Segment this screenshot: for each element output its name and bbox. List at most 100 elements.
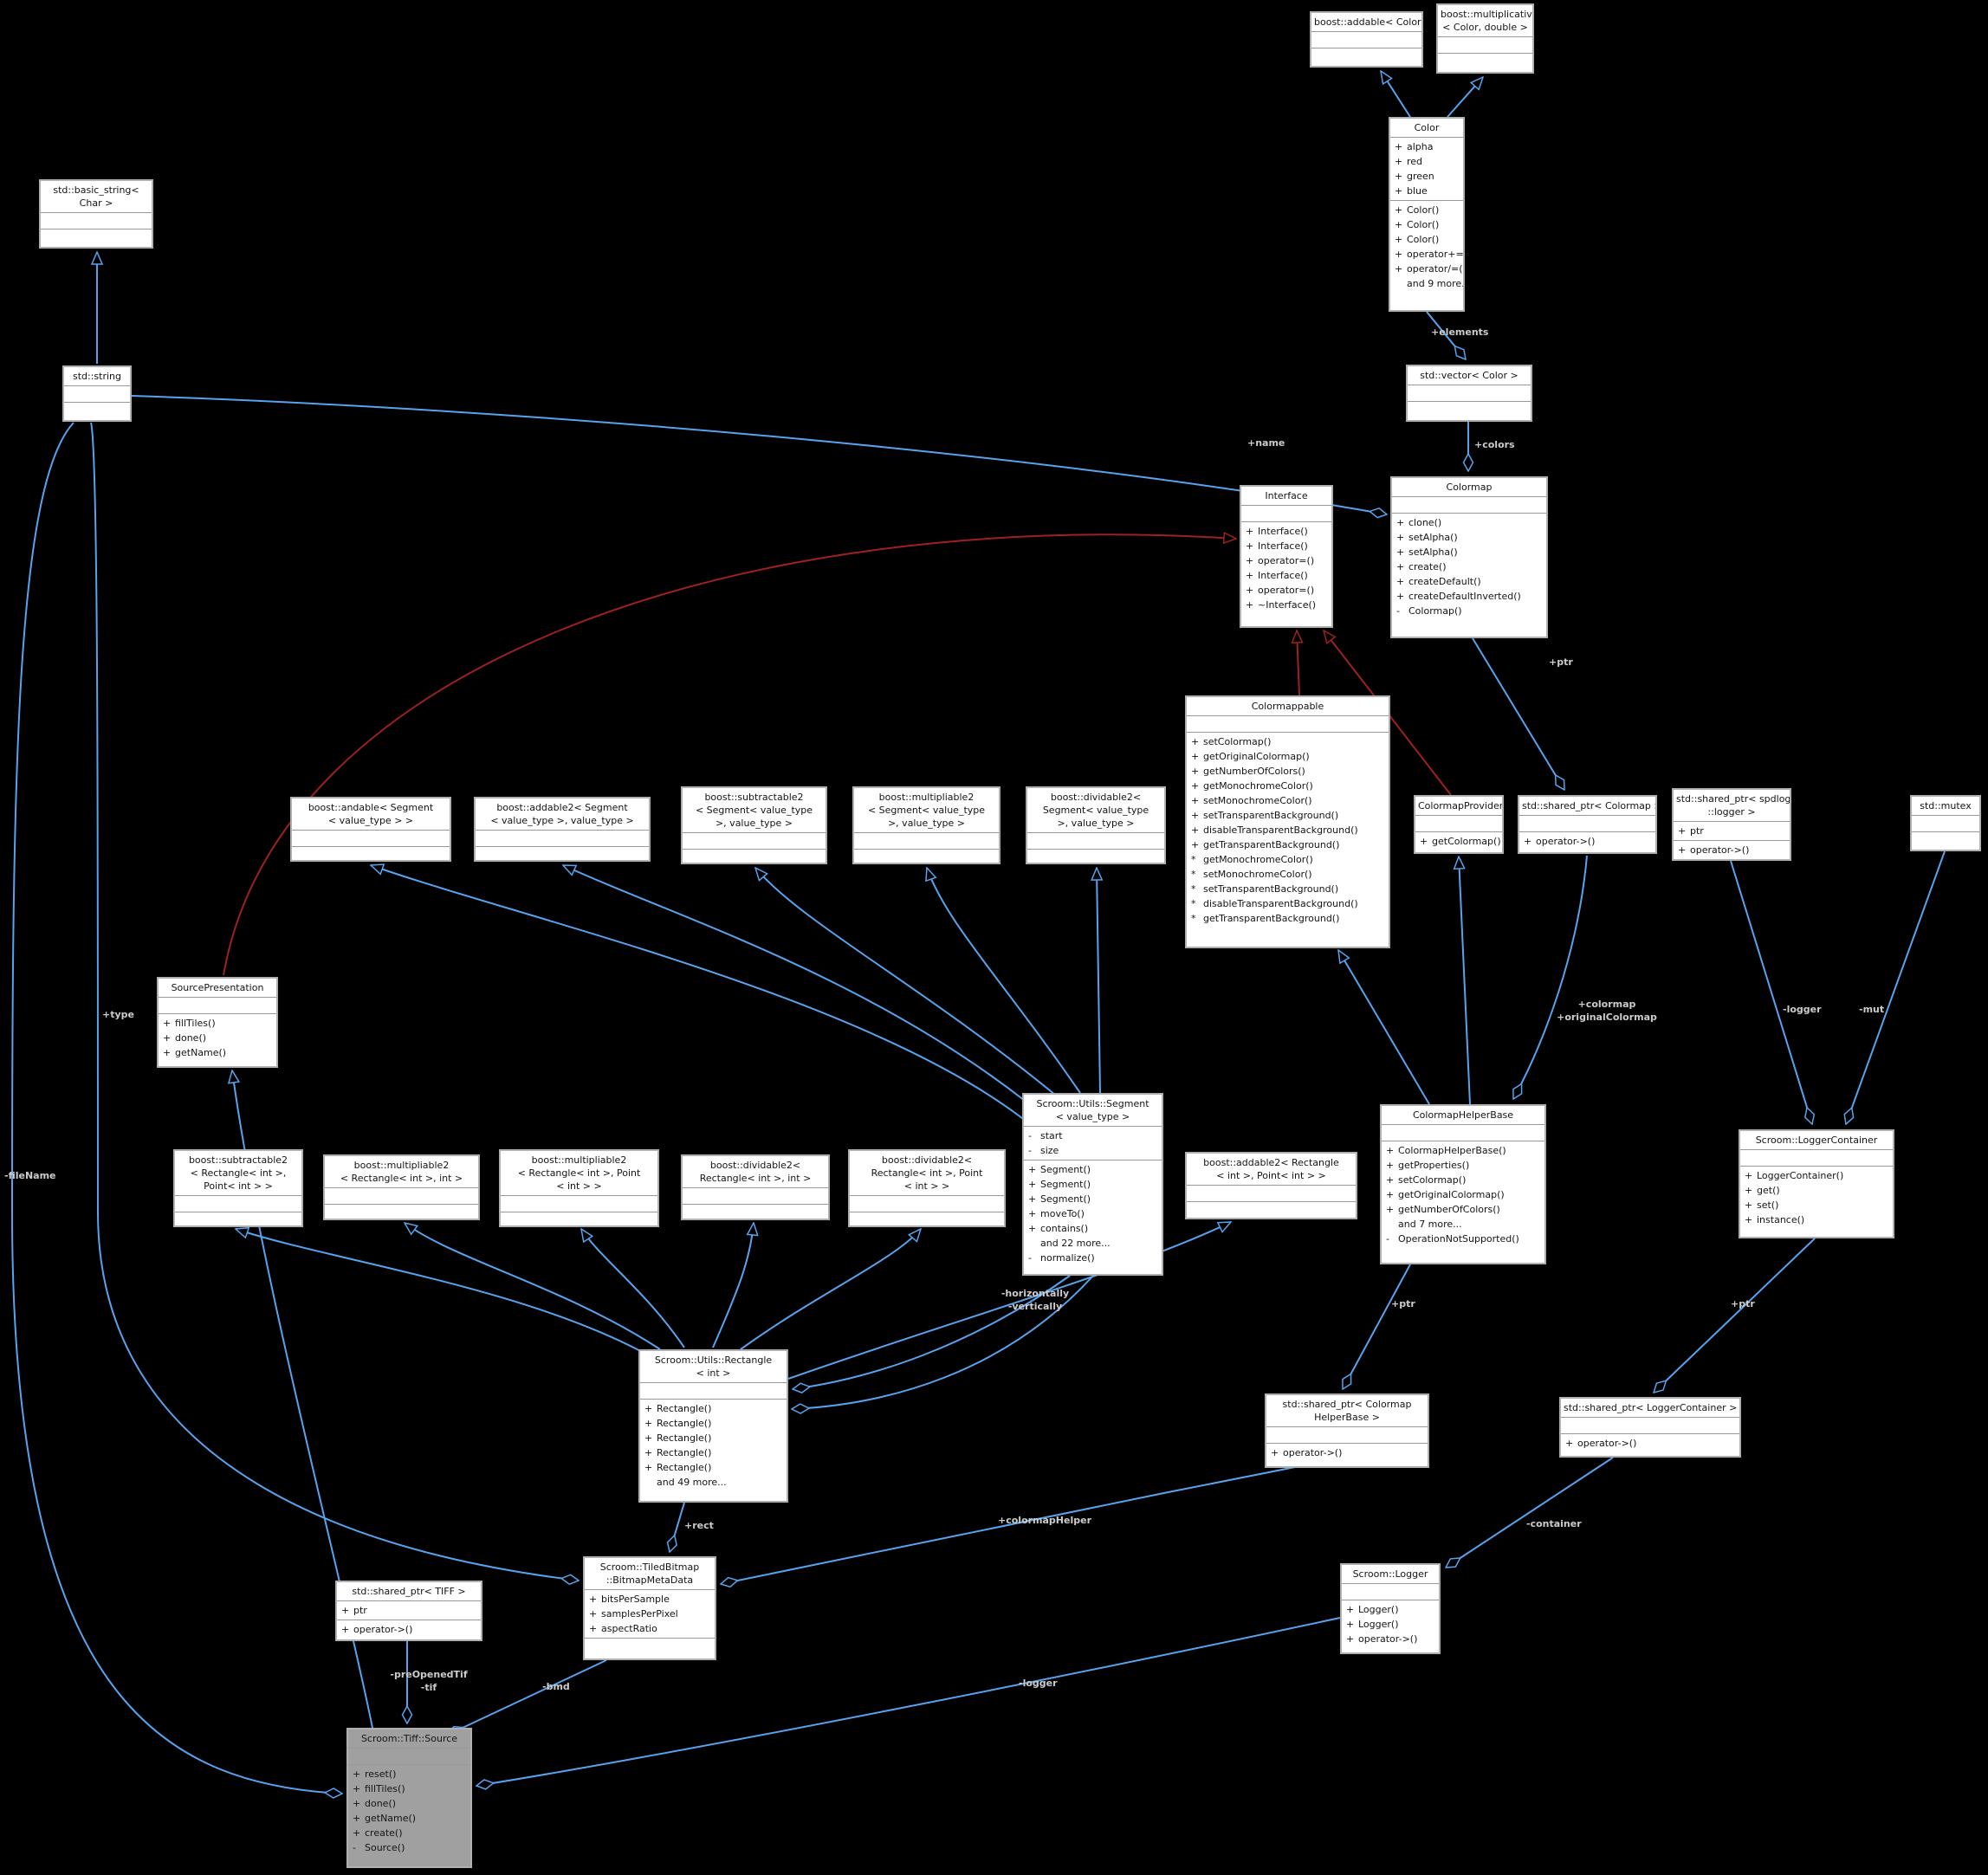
member-row: -Colormap() (1396, 604, 1542, 618)
class-box-boost-dividable2-rectangle-int[interactable]: boost::dividable2<Rectangle< int >, int … (681, 1154, 830, 1220)
class-box-scroom-logger-container[interactable]: Scroom::LoggerContainer+LoggerContainer(… (1739, 1129, 1894, 1238)
class-box-boost-multipliable2-rectangle-int[interactable]: boost::multipliable2< Rectangle< int >, … (323, 1154, 480, 1220)
class-box-boost-dividable2-rectangle-point[interactable]: boost::dividable2<Rectangle< int >, Poin… (848, 1149, 1006, 1227)
class-box-shared-ptr-tiff[interactable]: std::shared_ptr< TIFF >+ptr+operator->() (335, 1581, 482, 1641)
class-box-colormap[interactable]: Colormap+clone()+setAlpha()+setAlpha()+c… (1390, 476, 1548, 638)
class-title: Scroom::Utils::Rectangle< int > (640, 1351, 787, 1383)
edge-label-line: -bmd (542, 1681, 570, 1692)
class-methods-compartment: +clone()+setAlpha()+setAlpha()+create()+… (1392, 514, 1546, 637)
class-box-boost-dividable2-segment[interactable]: boost::dividable2<Segment< value_type>, … (1026, 786, 1166, 864)
class-box-boost-addable-color[interactable]: boost::addable< Color > (1310, 11, 1423, 68)
member-name: red (1407, 156, 1423, 167)
class-box-color[interactable]: Color+alpha+red+green+blue+Color()+Color… (1389, 117, 1465, 312)
aggregation-edge (792, 1275, 1094, 1409)
member-visibility: + (1246, 570, 1254, 581)
member-row: +getNumberOfColors() (1191, 764, 1384, 779)
class-box-colormap-helper-base[interactable]: ColormapHelperBase+ColormapHelperBase()+… (1380, 1104, 1546, 1264)
class-box-interface[interactable]: Interface+Interface()+Interface()+operat… (1240, 485, 1333, 628)
class-methods-compartment: +Segment()+Segment()+Segment()+moveTo()+… (1024, 1161, 1162, 1274)
class-title-line: boost::andable< Segment (308, 802, 434, 813)
class-methods-compartment (585, 1639, 715, 1658)
class-box-std-string[interactable]: std::string (62, 365, 132, 422)
member-name: create() (1408, 561, 1447, 572)
class-title-line: boost::multipliable2 (878, 792, 975, 803)
class-title-line: < Rectangle< int >, Point (517, 1167, 641, 1179)
edge-label-line: -logger (1783, 1004, 1822, 1015)
class-box-boost-addable2-rectangle[interactable]: boost::addable2< Rectangle< int >, Point… (1185, 1152, 1357, 1219)
member-visibility: + (1386, 1174, 1395, 1186)
class-box-scroom-utils-segment[interactable]: Scroom::Utils::Segment< value_type >-sta… (1022, 1093, 1163, 1276)
class-attrs-compartment (1519, 816, 1655, 832)
member-name: get() (1757, 1185, 1780, 1196)
class-attrs-compartment (1187, 1186, 1356, 1202)
edge-label: +colors (1474, 438, 1515, 451)
class-box-shared-ptr-spdlog-logger[interactable]: std::shared_ptr< spdlog::logger >+ptr+op… (1672, 788, 1791, 861)
class-box-vector-color[interactable]: std::vector< Color > (1406, 365, 1532, 422)
member-visibility (644, 1475, 657, 1490)
member-visibility: + (1271, 1447, 1279, 1458)
class-title: std::shared_ptr< Colormap > (1519, 797, 1655, 816)
member-row: +ptr (341, 1603, 476, 1618)
member-name: and 7 more... (1398, 1219, 1462, 1230)
member-name: disableTransparentBackground() (1203, 898, 1358, 909)
class-methods-compartment: +Logger()+Logger()+operator->() (1342, 1600, 1439, 1652)
member-visibility: * (1191, 913, 1196, 924)
member-name: and 9 more... (1407, 278, 1465, 289)
class-box-shared-ptr-logger-container[interactable]: std::shared_ptr< LoggerContainer >+opera… (1559, 1397, 1741, 1458)
class-box-colormap-provider[interactable]: ColormapProvider+getColormap() (1414, 795, 1504, 854)
class-box-boost-multipliable2-rectangle-point[interactable]: boost::multipliable2< Rectangle< int >, … (499, 1149, 659, 1227)
member-name: getTransparentBackground() (1203, 839, 1340, 850)
class-methods-compartment: +fillTiles()+done()+getName() (159, 1014, 276, 1066)
class-title: Scroom::Utils::Segment< value_type > (1024, 1095, 1162, 1127)
class-box-boost-multipliable2-segment[interactable]: boost::multipliable2< Segment< value_typ… (852, 786, 1000, 864)
class-box-scroom-utils-rectangle[interactable]: Scroom::Utils::Rectangle< int >+Rectangl… (638, 1349, 788, 1503)
class-title: boost::addable2< Segment< value_type >, … (476, 798, 649, 831)
class-box-source-presentation[interactable]: SourcePresentation+fillTiles()+done()+ge… (157, 977, 278, 1068)
member-row: +getName() (163, 1045, 272, 1060)
member-name: instance() (1757, 1214, 1805, 1225)
class-box-scroom-tiff-source[interactable]: Scroom::Tiff::Source+reset()+fillTiles()… (346, 1728, 472, 1868)
class-box-boost-subtractable2-segment[interactable]: boost::subtractable2< Segment< value_typ… (681, 786, 827, 864)
class-box-basic-string[interactable]: std::basic_string<Char > (39, 179, 153, 249)
class-attrs-compartment (1311, 32, 1421, 48)
class-title: Colormappable (1187, 697, 1389, 716)
class-box-boost-andable-segment[interactable]: boost::andable< Segment< value_type > > (290, 797, 451, 862)
member-name: disableTransparentBackground() (1203, 824, 1358, 836)
member-name: and 49 more... (657, 1477, 727, 1488)
class-attrs-compartment (501, 1196, 657, 1212)
class-attrs-compartment (1392, 497, 1546, 514)
aggregation-edge (1730, 860, 1812, 1124)
class-title-line: Color (1414, 122, 1440, 133)
member-row: +set() (1745, 1198, 1888, 1212)
member-row: +getTransparentBackground() (1191, 837, 1384, 852)
member-name: getName() (365, 1813, 417, 1824)
class-box-boost-addable2-segment[interactable]: boost::addable2< Segment< value_type >, … (474, 797, 651, 862)
class-methods-compartment: +operator->() (1519, 832, 1655, 852)
class-box-colormappable[interactable]: Colormappable+setColormap()+getOriginalC… (1185, 695, 1390, 948)
member-visibility: + (1386, 1160, 1395, 1171)
class-box-std-mutex[interactable]: std::mutex (1910, 795, 1981, 851)
class-box-boost-subtractable2-rectangle[interactable]: boost::subtractable2< Rectangle< int >,P… (173, 1149, 303, 1227)
class-title-line: boost::dividable2< (709, 1160, 801, 1171)
member-row: +red (1395, 154, 1459, 169)
class-title-line: std::shared_ptr< Colormap > (1522, 800, 1657, 811)
member-visibility: * (1191, 883, 1196, 895)
member-name: createDefaultInverted() (1408, 591, 1521, 602)
class-box-bitmap-meta-data[interactable]: Scroom::TiledBitmap::BitmapMetaData+bits… (583, 1556, 716, 1660)
class-box-scroom-logger[interactable]: Scroom::Logger+Logger()+Logger()+operato… (1340, 1563, 1441, 1654)
member-name: green (1407, 171, 1434, 182)
class-box-shared-ptr-colormap[interactable]: std::shared_ptr< Colormap >+operator->() (1518, 795, 1657, 854)
aggregation-edge (1472, 637, 1565, 790)
member-row: +operator->() (341, 1622, 476, 1637)
class-attrs-compartment: +bitsPerSample+samplesPerPixel+aspectRat… (585, 1590, 715, 1639)
member-row: +Color() (1395, 232, 1459, 247)
class-box-boost-multiplicative-color[interactable]: boost::multiplicative< Color, double > (1436, 3, 1534, 74)
class-title: Color (1390, 119, 1463, 138)
member-name: OperationNotSupported() (1398, 1233, 1519, 1245)
class-title: boost::subtractable2< Rectangle< int >,P… (175, 1151, 301, 1196)
member-name: operator->() (1536, 836, 1596, 847)
class-title-line: Scroom::TiledBitmap (599, 1561, 700, 1573)
edge-label-line: -container (1526, 1518, 1582, 1529)
